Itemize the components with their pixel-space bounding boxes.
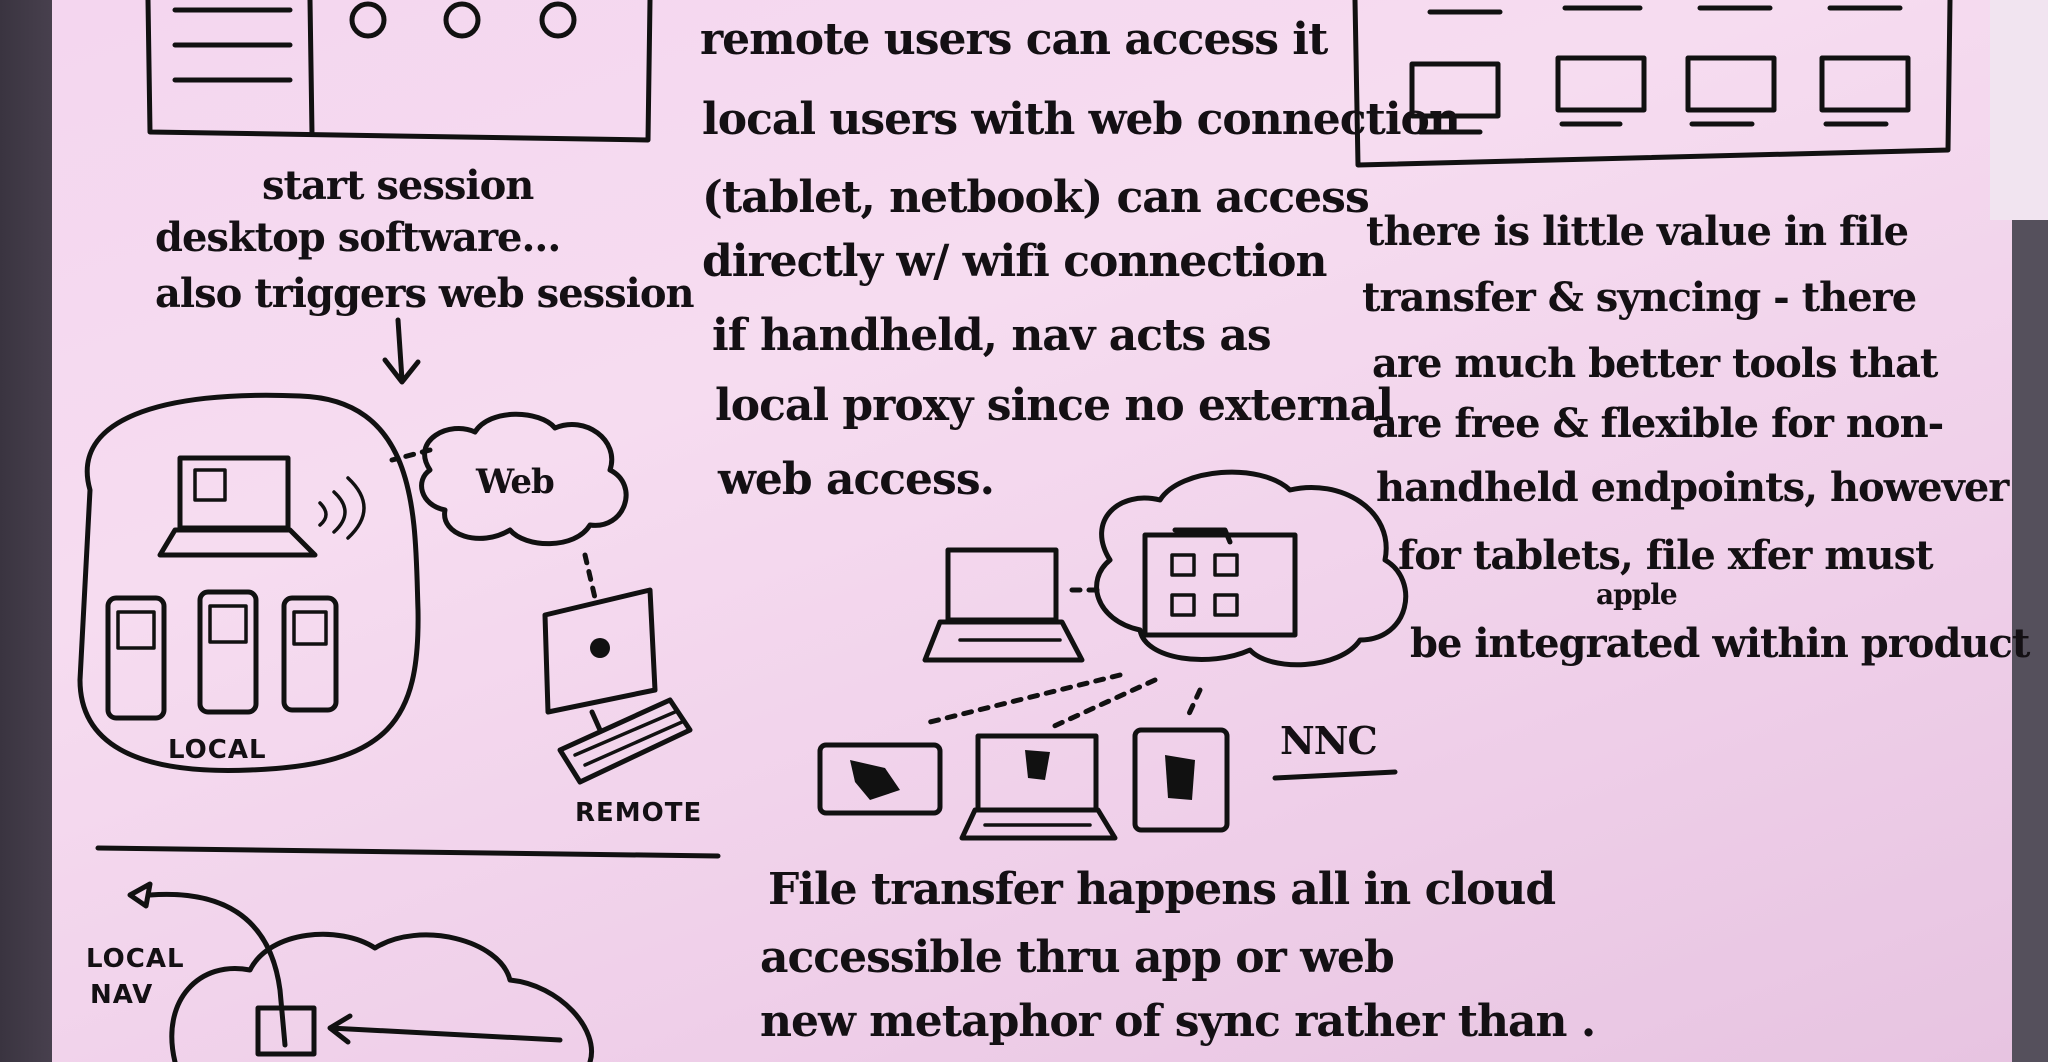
dotted-link-local-web (389, 447, 433, 463)
handheld-devices (105, 589, 339, 721)
right-text-line-5: handheld endpoints, however (1376, 464, 2009, 511)
flipchart-paper (52, 0, 2012, 1062)
center-text-line-1: remote users can access it (700, 14, 1328, 65)
local-circle (77, 392, 421, 773)
caption-line-1: start session (262, 162, 534, 209)
web-cloud-label: Web (476, 462, 555, 502)
local-nav-label-line-2: NAV (90, 980, 154, 1010)
caption-line-3: also triggers web session (155, 270, 695, 317)
right-text-line-1: there is little value in file (1366, 208, 1909, 255)
remote-label: REMOTE (575, 798, 703, 828)
right-text-line-2: transfer & syncing - there (1362, 274, 1917, 321)
web-cloud (419, 411, 629, 547)
dotted-link-laptop (1047, 677, 1158, 731)
right-text-line-3: are much better tools that (1372, 340, 1938, 387)
screen-mockup-top-right (1352, 0, 1953, 168)
center-laptop (922, 547, 1103, 663)
right-text-line-4: are free & flexible for non- (1372, 400, 1944, 447)
center-text-line-4: directly w/ wifi connection (702, 236, 1327, 287)
local-laptop (157, 455, 366, 558)
dotted-link-web-remote (582, 552, 598, 601)
down-arrow (382, 317, 421, 385)
local-label: LOCAL (168, 735, 267, 765)
divider-line (95, 845, 721, 859)
dotted-link-tablet (927, 672, 1123, 725)
bottom-text-line-3: new metaphor of sync rather than . (760, 996, 1596, 1047)
right-text-insert: apple (1596, 578, 1678, 611)
nnc-label: NNC (1280, 718, 1378, 763)
screen-mockup-top-left (145, 0, 653, 143)
center-text-line-2: local users with web connection (702, 94, 1461, 145)
caption-line-2: desktop software... (155, 214, 561, 261)
local-nav-label-line-1: LOCAL (86, 944, 185, 974)
center-text-line-6: local proxy since no external (715, 380, 1394, 431)
center-text-line-7: web access. (718, 454, 995, 505)
nnc-underline (1272, 769, 1398, 781)
adjacent-paper-sheet (1990, 0, 2048, 220)
local-nav-sketch (127, 881, 594, 1062)
remote-computer (542, 587, 693, 785)
dotted-link-phone (1185, 687, 1203, 719)
device-row (817, 727, 1230, 841)
right-text-line-6: for tablets, file xfer must (1398, 532, 1934, 579)
file-cloud (1094, 469, 1409, 668)
center-text-line-3: (tablet, netbook) can access (702, 172, 1370, 223)
bottom-text-line-1: File transfer happens all in cloud (768, 864, 1556, 915)
bottom-text-line-2: accessible thru app or web (760, 932, 1395, 983)
center-text-line-5: if handheld, nav acts as (712, 310, 1272, 361)
right-text-line-7: be integrated within product (1410, 620, 2030, 667)
